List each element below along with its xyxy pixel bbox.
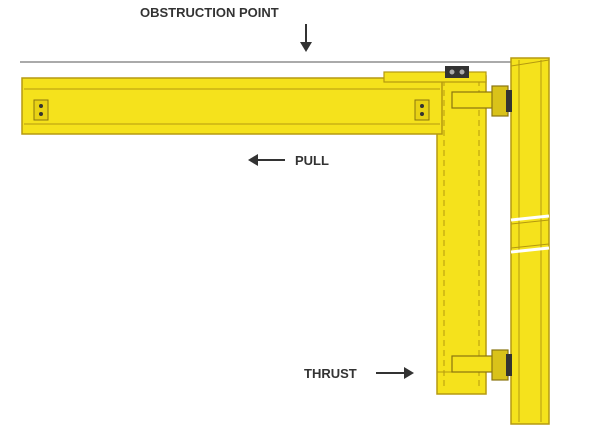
lower-bracket — [451, 349, 512, 381]
obstruction-point-label: OBSTRUCTION POINT — [140, 5, 279, 20]
arrow-right-icon — [376, 367, 414, 379]
pull-label: PULL — [295, 153, 329, 168]
thrust-label: THRUST — [304, 366, 357, 381]
boom-arm — [21, 77, 443, 135]
mast — [436, 75, 487, 395]
upper-bracket — [451, 85, 512, 117]
top-cap — [383, 66, 487, 83]
arrow-down-icon — [300, 24, 312, 52]
building-column — [510, 57, 550, 425]
arrow-left-icon — [248, 154, 285, 166]
